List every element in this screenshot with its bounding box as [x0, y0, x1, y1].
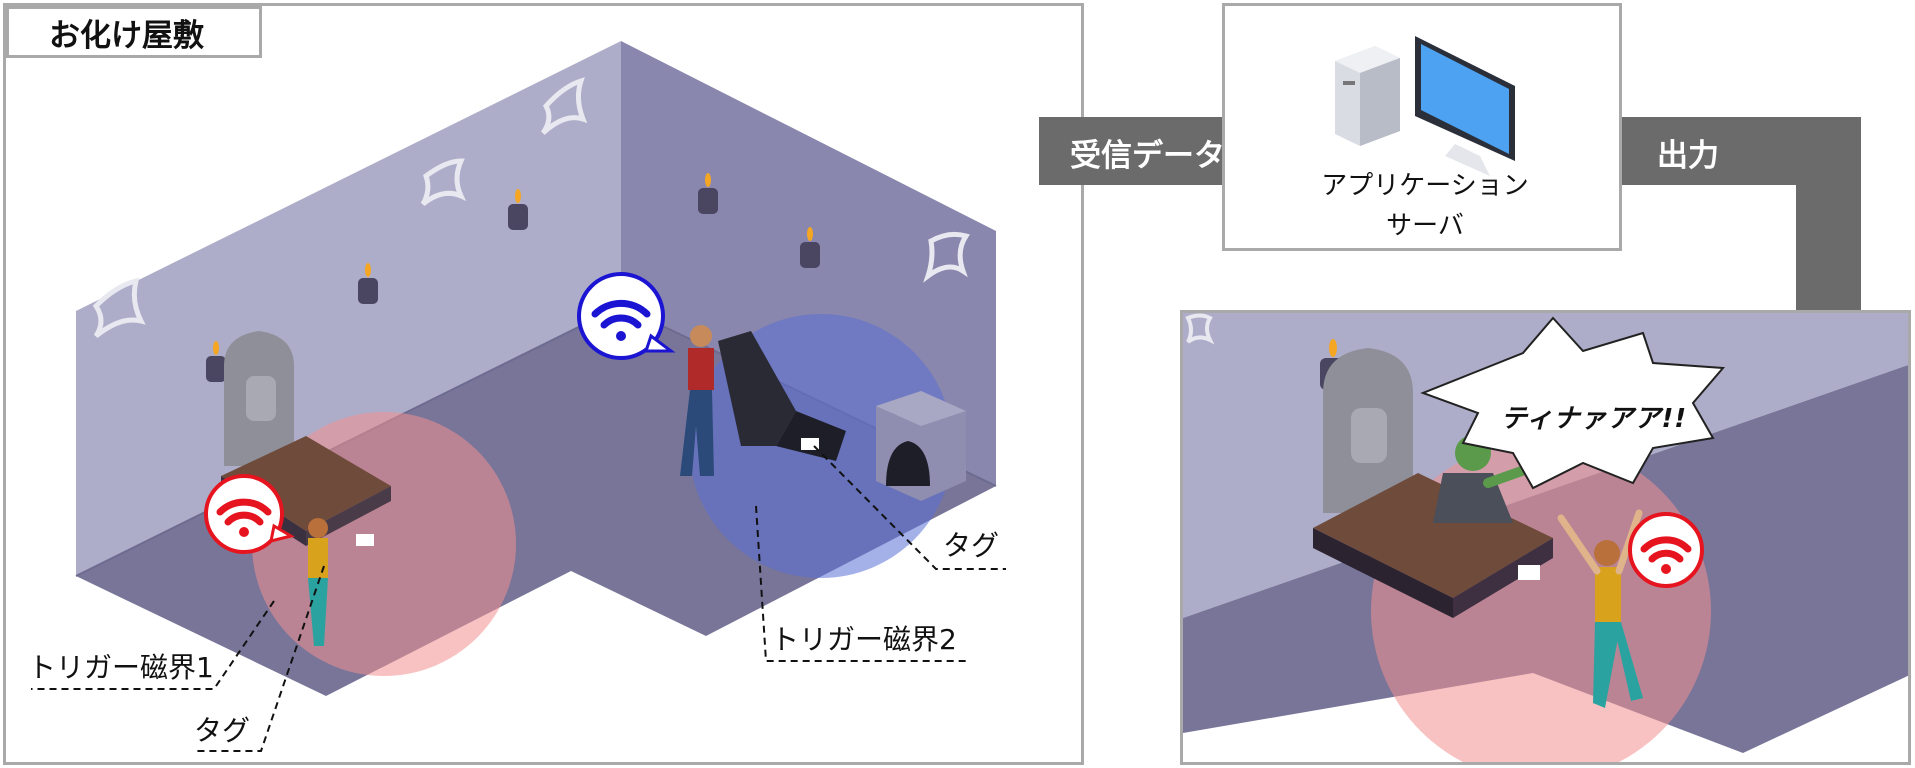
candle-icons [206, 173, 820, 382]
trigger-field-1-label: トリガー磁界1 [28, 651, 214, 684]
shout-text: ティナァアア!! [1501, 404, 1688, 434]
result-wifi-red-bubble-icon [1628, 512, 1704, 588]
leader-lines [31, 445, 1006, 752]
tag-left-label: タグ [194, 714, 251, 747]
haunted-house-scene [31, 41, 1006, 752]
application-server-panel: アプリケーション サーバ [1222, 3, 1622, 251]
wall-star-icons [92, 77, 970, 338]
trigger-field-2-label: トリガー磁界2 [771, 623, 957, 656]
crypt [876, 391, 966, 501]
server-label-line1: アプリケーション [1321, 171, 1529, 201]
output-label: 出力 [1657, 138, 1719, 174]
wifi-blue-bubble-icon [577, 272, 676, 360]
tag-right-label: タグ [943, 529, 1000, 562]
received-data-label: 受信データ [1070, 138, 1225, 174]
grave-left [221, 331, 391, 546]
server-label-line2: サーバ [1386, 211, 1464, 241]
server-computer-icon [1335, 36, 1515, 176]
wifi-red-bubble-icon [204, 474, 295, 554]
shout-burst [1420, 316, 1726, 490]
coffin [718, 331, 846, 461]
man-visitor [680, 325, 714, 476]
scare-result-panel: ティナァアア!! [1180, 310, 1911, 765]
haunted-house-panel: お化け屋敷 [3, 3, 1084, 765]
scare-scene [1183, 313, 1908, 762]
house-title: お化け屋敷 [6, 6, 262, 58]
left-wall [76, 41, 621, 576]
